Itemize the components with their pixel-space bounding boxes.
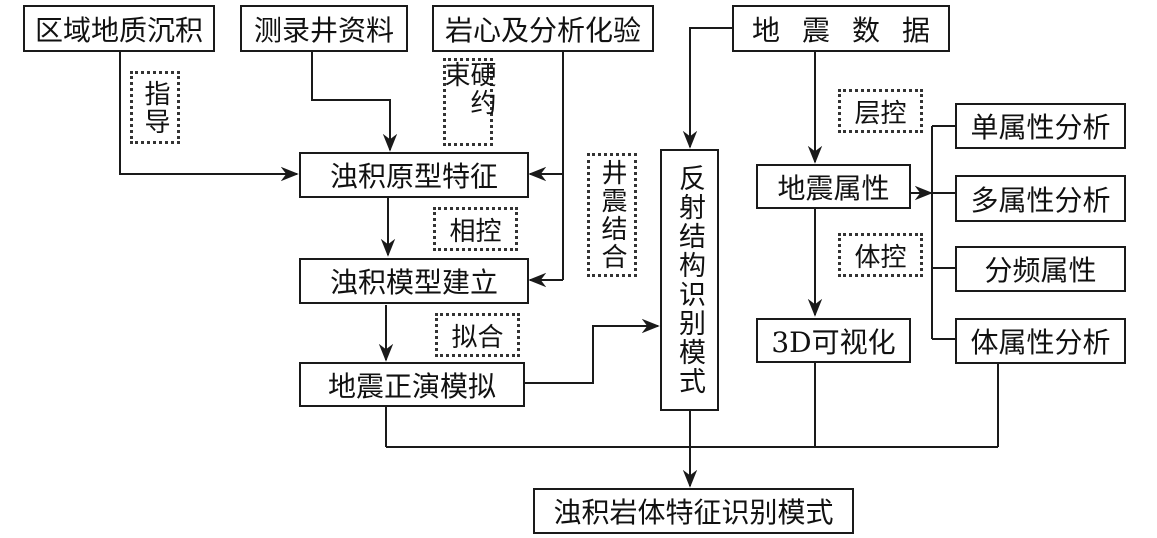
box-prototype-features: 浊积原型特征: [299, 152, 529, 198]
box-single-attribute: 单属性分析: [955, 103, 1126, 149]
arrow-seismic-to-reflection: [682, 27, 732, 149]
arrow-forward-to-reflection: [525, 318, 660, 384]
tag-facies-control: 相控: [433, 207, 518, 251]
box-3d-visualization: 3D可视化: [756, 318, 911, 363]
box-frequency-attribute: 分频属性: [955, 246, 1126, 292]
box-regional-geology: 区域地质沉积: [23, 5, 215, 52]
tag-hard-constraint: 硬约束: [440, 58, 496, 146]
box-seismic-attributes: 地震属性: [756, 164, 911, 209]
tag-well-seismic: 井震结合: [587, 153, 637, 277]
box-seismic-data: 地震数据: [732, 5, 950, 52]
arrow-regional-to-prototype: [119, 51, 299, 182]
tag-fitting: 拟合: [435, 313, 520, 357]
box-well-logging: 测录井资料: [240, 5, 408, 52]
tag-volume-control: 体控: [838, 233, 923, 277]
box-output: 浊积岩体特征识别模式: [533, 488, 854, 534]
arrow-well-to-prototype: [311, 51, 398, 152]
box-forward-modeling: 地震正演模拟: [299, 362, 525, 407]
box-core-analysis: 岩心及分析化验: [432, 5, 654, 52]
tag-horizon-control: 层控: [838, 89, 923, 133]
box-reflection-pattern: 反射结构识别模式: [660, 149, 719, 411]
box-multi-attribute: 多属性分析: [955, 175, 1126, 222]
tag-guidance: 指导: [130, 71, 180, 144]
box-volume-attribute: 体属性分析: [955, 318, 1126, 364]
box-model-building: 浊积模型建立: [299, 258, 529, 304]
